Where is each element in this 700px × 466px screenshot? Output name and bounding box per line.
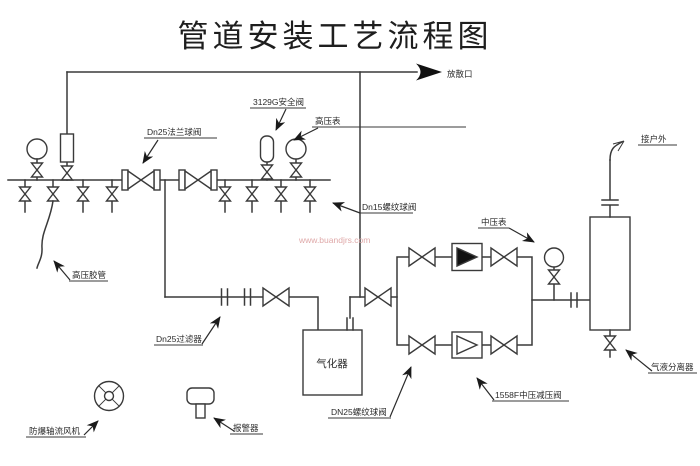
separator-top-outlet (601, 159, 619, 218)
label-to-outdoor: 接户外 (641, 134, 667, 144)
label-vent-outlet: 放散口 (447, 69, 473, 79)
label-hp-hose: 高压胶管 (72, 270, 106, 280)
ball-valve-icon (364, 287, 392, 307)
ball-valve-icon (408, 247, 436, 267)
label-alarm: 报警器 (233, 423, 259, 433)
ball-valve-icon (262, 287, 290, 307)
high-pressure-gauge-icon (285, 138, 307, 160)
fan-hub-icon (103, 390, 115, 402)
regulator-triangle-icon (456, 334, 479, 356)
ball-valve-icon (490, 335, 518, 355)
manifold-left-outlets (18, 179, 119, 213)
manifold-right-outlets (218, 179, 317, 213)
label-dn15-thread-valve: Dn15螺纹球阀 (362, 202, 416, 212)
pressure-gauge-icon (26, 138, 48, 160)
label-hp-gauge: 高压表 (315, 116, 341, 126)
label-mp-gauge: 中压表 (481, 217, 507, 227)
axial-fan-symbol (93, 380, 125, 412)
vaporizer-feed-line (164, 296, 319, 331)
label-safety-valve: 3129G安全阀 (253, 97, 304, 107)
label-dn25-thread-valve: DN25螺纹球阀 (331, 407, 387, 417)
small-valve-icon (60, 165, 74, 181)
medium-pressure-gauge-icon (543, 247, 565, 268)
vaporizer-box (302, 329, 363, 396)
vent-arrow-icon (416, 63, 442, 81)
flange-ball-valve-icon (121, 169, 161, 191)
high-pressure-hose-curve (36, 200, 54, 269)
small-valve-icon (547, 269, 561, 285)
label-fan: 防爆轴流风机 (29, 426, 81, 436)
flame-arrester-icon (59, 133, 75, 163)
label-filter: Dn25过滤器 (156, 334, 202, 344)
callouts: 放散口 3129G安全阀 高压表 Dn25法兰球阀 Dn15螺纹球阀 高压胶管 … (26, 69, 697, 438)
diagram-title: 管道安装工艺流程图 (178, 19, 493, 54)
regulator-filled-triangle-icon (456, 246, 479, 268)
small-valve-icon (603, 335, 617, 351)
ball-valve-icon (490, 247, 518, 267)
union-icon (570, 292, 578, 308)
alarm-cap-icon (186, 387, 215, 405)
regulator-loop (396, 242, 533, 359)
label-regulator: 1558F中压减压阀 (495, 390, 562, 400)
safety-valve-icon (259, 135, 275, 163)
ball-valve-icon (408, 335, 436, 355)
alarm-stem-icon (195, 403, 206, 419)
label-separator: 气液分离器 (651, 362, 694, 372)
alarm-symbol (186, 387, 215, 419)
label-flange-ball-valve: Dn25法兰球阀 (147, 127, 201, 137)
to-outdoor-curve (609, 140, 624, 161)
filter-union-icon (220, 288, 252, 306)
small-valve-icon (30, 162, 44, 178)
pipe-network (7, 63, 631, 396)
flange-ball-valve-icon (178, 169, 218, 191)
watermark-text: www.buandjrs.com (298, 235, 370, 245)
label-vaporizer: 气化器 (316, 357, 348, 370)
small-valve-icon (289, 162, 303, 178)
separator-vessel (589, 216, 631, 331)
open-arrow-icon (612, 140, 625, 152)
small-valve-icon (260, 164, 274, 180)
vaporizer-outlet (346, 296, 354, 331)
